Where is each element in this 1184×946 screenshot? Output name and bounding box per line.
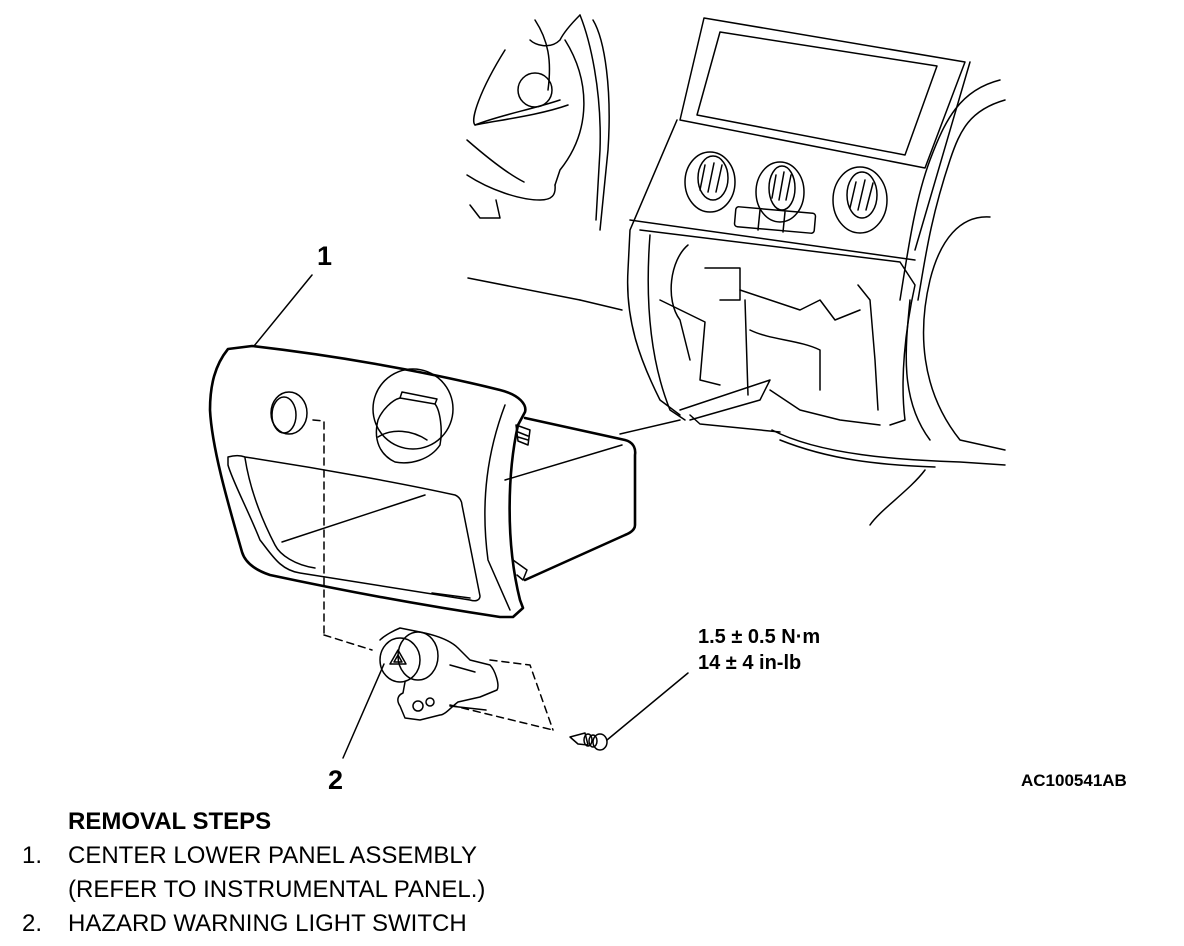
- torque-metric: 1.5 ± 0.5 N·m: [698, 626, 821, 648]
- leader-line-1: [253, 274, 313, 347]
- air-vent-left: [684, 151, 736, 213]
- switch-mounting-hole: [270, 391, 308, 435]
- hazard-triangle-icon: [389, 649, 407, 665]
- steering-column-hole: [517, 72, 553, 108]
- callout-1: 1: [317, 241, 333, 271]
- leader-line-2: [342, 663, 385, 759]
- accessory-socket: [372, 368, 454, 464]
- air-vent-center: [755, 161, 805, 223]
- step-number: 1.: [22, 842, 43, 869]
- callout-2: 2: [328, 765, 344, 795]
- hazard-warning-light-switch: [323, 627, 554, 731]
- step-number: 2.: [22, 910, 43, 937]
- step-text: CENTER LOWER PANEL ASSEMBLY: [68, 842, 477, 869]
- instrument-panel-outline: [466, 14, 623, 311]
- step-note: (REFER TO INSTRUMENTAL PANEL.): [68, 876, 486, 903]
- air-vent-right: [832, 166, 888, 234]
- torque-imperial: 14 ± 4 in-lb: [698, 652, 802, 674]
- leader-line-torque: [606, 672, 689, 741]
- figure-id: AC100541AB: [1021, 771, 1127, 790]
- step-text: HAZARD WARNING LIGHT SWITCH: [68, 910, 467, 937]
- torque-spec: 1.5 ± 0.5 N·m 14 ± 4 in-lb: [698, 624, 820, 676]
- center-stack: [619, 17, 1006, 526]
- screw: [569, 732, 608, 751]
- removal-steps-title: REMOVAL STEPS: [68, 808, 272, 835]
- center-lower-panel-assembly: [208, 344, 637, 636]
